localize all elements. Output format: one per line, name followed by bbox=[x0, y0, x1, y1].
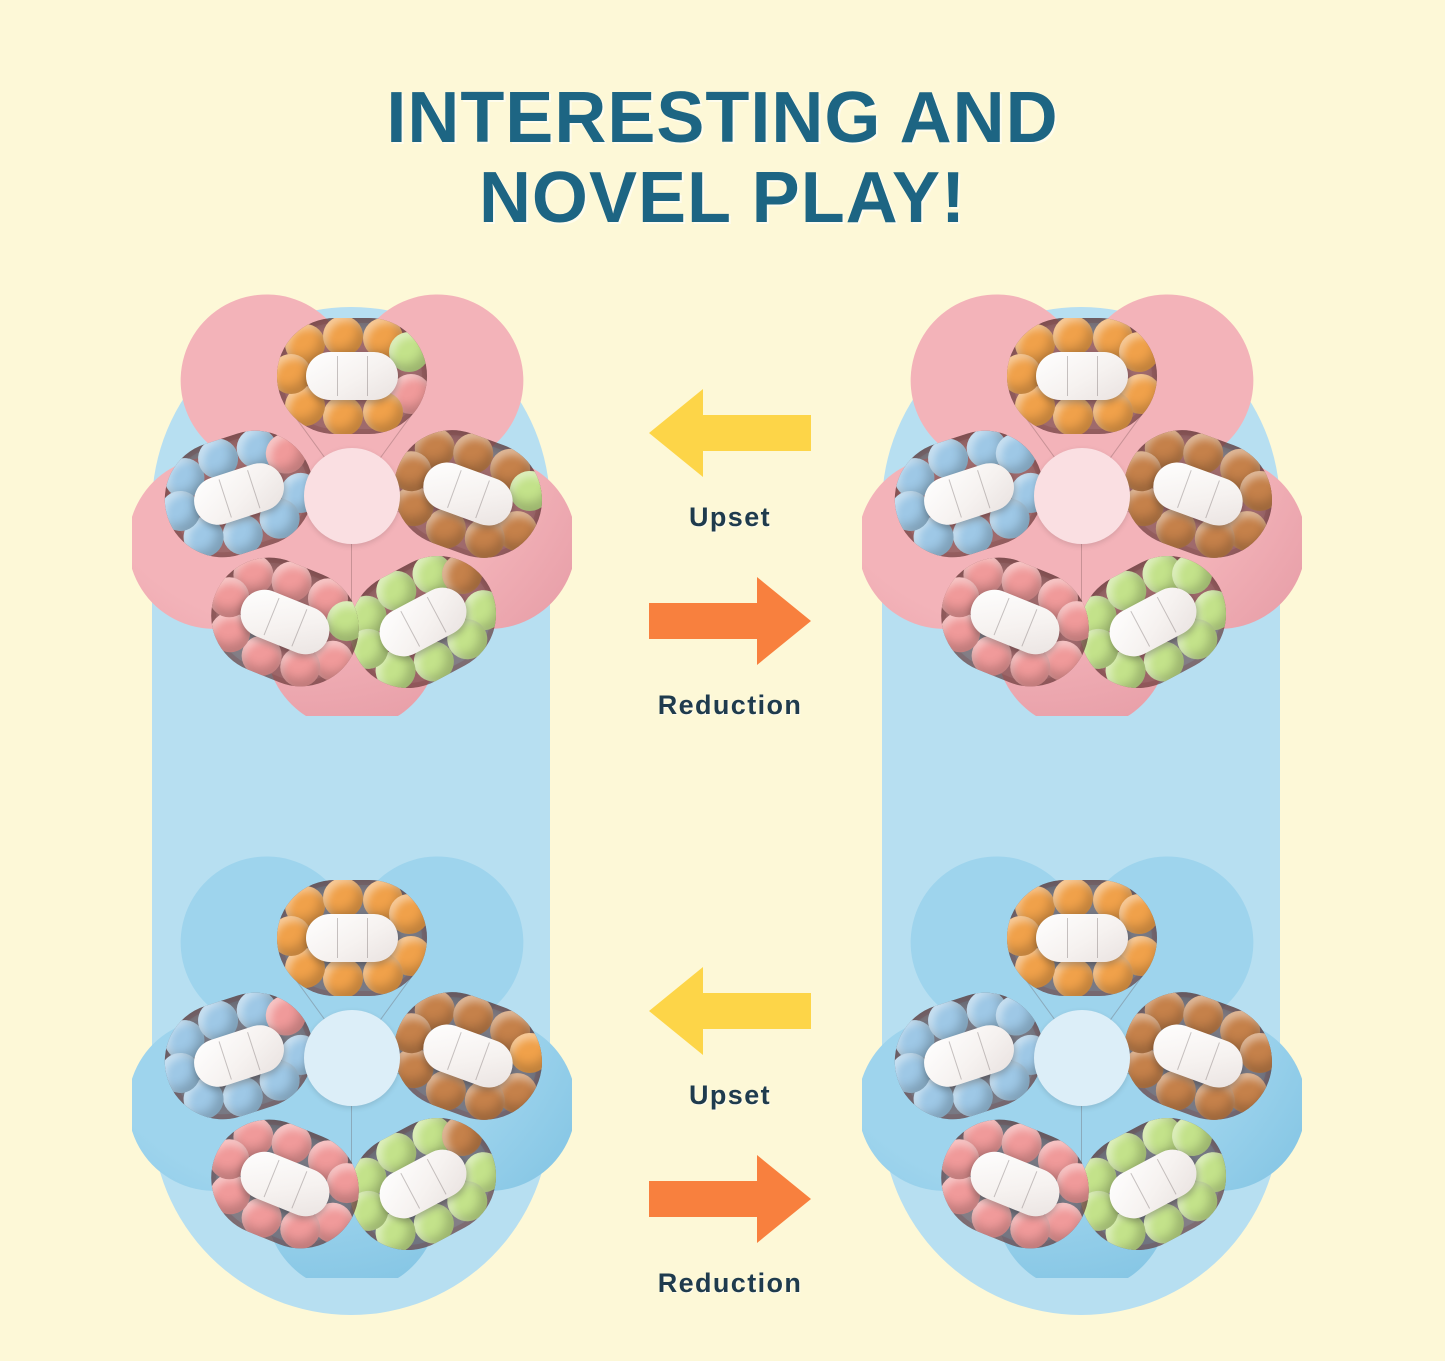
toy-center-hub[interactable] bbox=[1034, 1010, 1130, 1106]
bead bbox=[277, 916, 311, 956]
bead bbox=[323, 396, 363, 434]
arrow-label-reduction-bottom: Reduction bbox=[657, 1268, 803, 1298]
arrow-group-spacer-bottom bbox=[605, 1111, 855, 1151]
pod-bead-cluster bbox=[1007, 880, 1157, 996]
pod-bead-cluster bbox=[277, 880, 427, 996]
pod-bead-cluster bbox=[1007, 318, 1157, 434]
arrow-label-upset-top: Upset bbox=[688, 502, 771, 532]
arrow-group-bottom: Upset Reduction bbox=[605, 963, 855, 1299]
pod-top[interactable] bbox=[1007, 880, 1157, 996]
pod-top[interactable] bbox=[277, 880, 427, 996]
arrow-label-upset-bottom: Upset bbox=[688, 1080, 771, 1110]
arrow-right-reduction-icon-2 bbox=[605, 1151, 855, 1252]
toy-center-hub[interactable] bbox=[304, 448, 400, 544]
bead bbox=[323, 880, 363, 918]
pod-top[interactable] bbox=[1007, 318, 1157, 434]
bead bbox=[1007, 354, 1041, 394]
bead bbox=[1053, 880, 1093, 918]
bead bbox=[323, 318, 363, 356]
toy-blue-solved[interactable] bbox=[862, 838, 1302, 1278]
pod-slider[interactable] bbox=[306, 352, 398, 400]
pod-slider[interactable] bbox=[1036, 352, 1128, 400]
toy-center-hub[interactable] bbox=[1034, 448, 1130, 544]
toy-center-hub[interactable] bbox=[304, 1010, 400, 1106]
pod-slider[interactable] bbox=[1036, 914, 1128, 962]
page-title-line-1: INTERESTING AND bbox=[386, 78, 1059, 158]
page-title-line-2: NOVEL PLAY! bbox=[478, 158, 967, 238]
pod-top[interactable] bbox=[277, 318, 427, 434]
bead bbox=[323, 958, 363, 996]
toy-blue-scrambled[interactable] bbox=[132, 838, 572, 1278]
bead bbox=[277, 354, 311, 394]
toy-pink-scrambled[interactable] bbox=[132, 276, 572, 716]
arrow-left-upset-icon-2 bbox=[605, 963, 855, 1064]
bead bbox=[1007, 916, 1041, 956]
toy-pink-solved[interactable] bbox=[862, 276, 1302, 716]
arrow-group-top: Upset Reduction bbox=[605, 385, 855, 721]
pod-slider[interactable] bbox=[306, 914, 398, 962]
arrow-label-reduction-top: Reduction bbox=[657, 690, 803, 720]
arrow-group-spacer-top bbox=[605, 533, 855, 573]
bead bbox=[1053, 396, 1093, 434]
pod-bead-cluster bbox=[277, 318, 427, 434]
page-title: INTERESTING AND NOVEL PLAY! bbox=[0, 78, 1445, 238]
bead bbox=[1053, 958, 1093, 996]
bead bbox=[1053, 318, 1093, 356]
arrow-left-upset-icon bbox=[605, 385, 855, 486]
arrow-right-reduction-icon bbox=[605, 573, 855, 674]
